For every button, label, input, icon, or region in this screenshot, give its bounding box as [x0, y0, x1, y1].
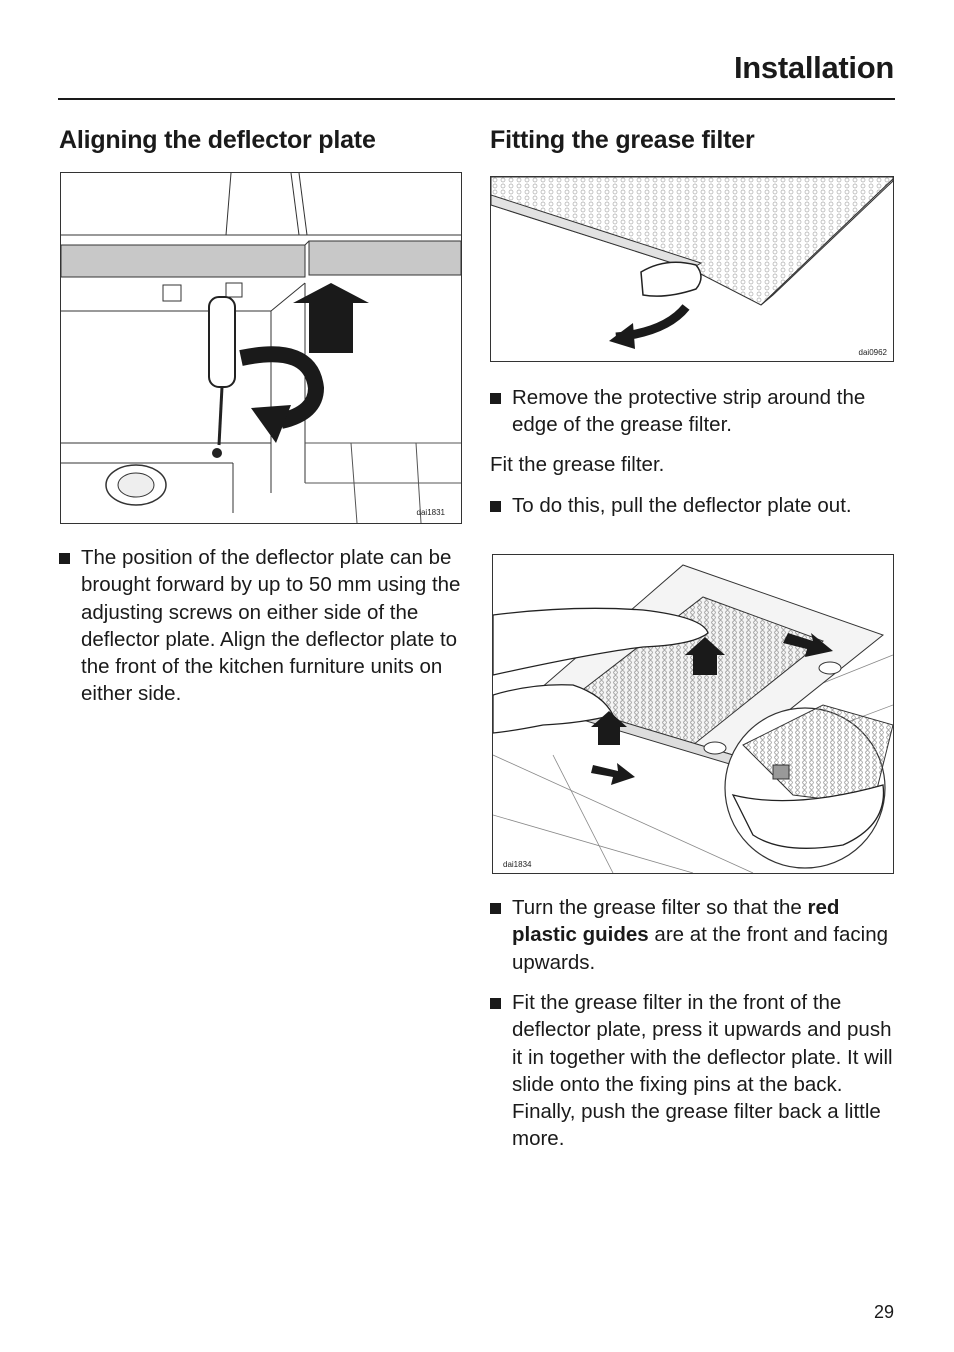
page-header-title: Installation: [733, 50, 894, 85]
figure-code-label: dai1831: [416, 508, 445, 517]
right-bullet-2: To do this, pull the deflector plate out…: [490, 492, 890, 519]
right-bullet-1: Remove the protective strip around the e…: [490, 384, 890, 439]
bullet-text-bold: red plastic guides: [512, 896, 840, 947]
bullet-square-icon: [490, 501, 501, 512]
fit-filter-illustration: dai1834: [492, 554, 894, 874]
bullet-text: Fit the grease filter in the front of th…: [512, 991, 893, 1151]
figure-code-label: dai0962: [858, 348, 887, 357]
bullet-square-icon: [490, 998, 501, 1009]
fit-filter-drawing: [493, 564, 893, 873]
page-number: 29: [873, 1302, 894, 1322]
deflector-plate-illustration: dai1831: [60, 172, 462, 524]
bullet-text: To do this, pull the deflector plate out…: [512, 494, 852, 517]
header-rule: [58, 98, 895, 100]
right-bullet-3: Turn the grease filter so that the red p…: [490, 894, 890, 976]
bullet-text: Remove the protective strip around the e…: [512, 386, 866, 437]
grease-filter-strip-illustration: dai0962: [490, 176, 894, 362]
left-bullet: The position of the deflector plate can …: [59, 544, 469, 708]
bullet-text-pre: Turn the grease filter so that the: [512, 896, 808, 919]
right-bullet-4: Fit the grease filter in the front of th…: [490, 989, 895, 1153]
bullet-text: The position of the deflector plate can …: [81, 546, 461, 706]
bullet-text: Turn the grease filter so that the red p…: [490, 894, 890, 976]
bullet-square-icon: [490, 903, 501, 914]
figure-code-label: dai1834: [503, 860, 532, 869]
bullet-square-icon: [490, 393, 501, 404]
bullet-text-post: are at the front and facing upwards.: [512, 923, 889, 974]
bullet-square-icon: [59, 553, 70, 564]
grease-filter-strip-drawing: [491, 177, 893, 349]
left-section-heading: Aligning the deflector plate: [59, 126, 376, 154]
right-section-heading: Fitting the grease filter: [490, 126, 755, 154]
deflector-plate-drawing: [61, 173, 461, 523]
fit-grease-filter-paragraph: Fit the grease filter.: [490, 453, 665, 476]
